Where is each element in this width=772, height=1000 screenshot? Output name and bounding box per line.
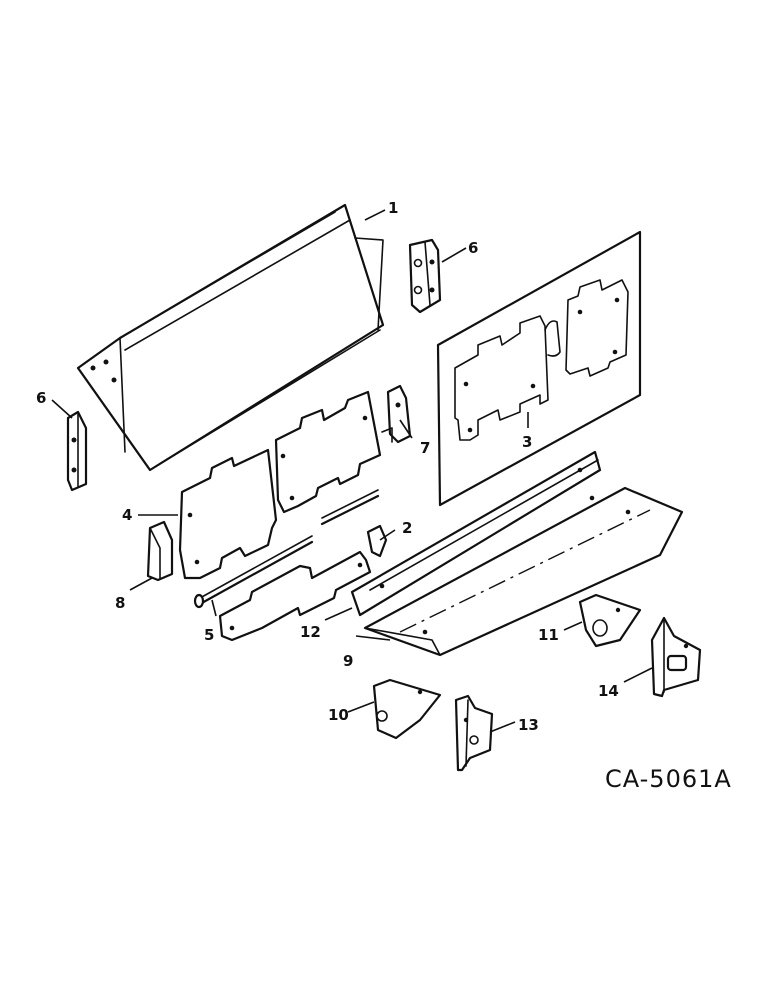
callout-11: 11 [538,626,559,644]
callout-14: 14 [598,682,619,700]
drawing-code: CA-5061A [605,765,732,793]
part-9-plate [363,486,684,657]
callout-1: 1 [388,199,398,217]
leader-lines [51,209,653,733]
callout-2: 2 [402,519,412,537]
part-12-strip [350,450,602,617]
part-13-bracket [454,694,494,772]
callout-13: 13 [518,716,539,734]
callout-5: 5 [204,626,214,644]
callout-4: 4 [122,506,132,524]
part-10-bracket [372,678,442,740]
part-8-bracket [146,520,174,582]
callout-3: 3 [522,433,532,451]
part-6-bracket-lower [66,410,88,492]
callout-7: 7 [420,439,430,457]
part-1-hopper [76,203,385,472]
callout-12: 12 [300,623,321,641]
part-6-bracket-upper [408,238,442,314]
part-2-clip [366,524,388,558]
callout-6-lower: 6 [36,389,46,407]
part-11-bracket [578,593,642,648]
part-14-bracket [650,616,702,698]
callout-10: 10 [328,706,349,724]
part-7-bracket [381,384,412,444]
callout-6-upper: 6 [468,239,478,257]
callout-9: 9 [343,652,353,670]
part-3-panel [436,230,642,507]
callout-8: 8 [115,594,125,612]
callouts: 1 2 3 4 5 6 6 7 8 9 10 11 12 13 14 [36,199,619,734]
part-5-rods [193,489,380,642]
part-4-gasket [178,390,382,580]
